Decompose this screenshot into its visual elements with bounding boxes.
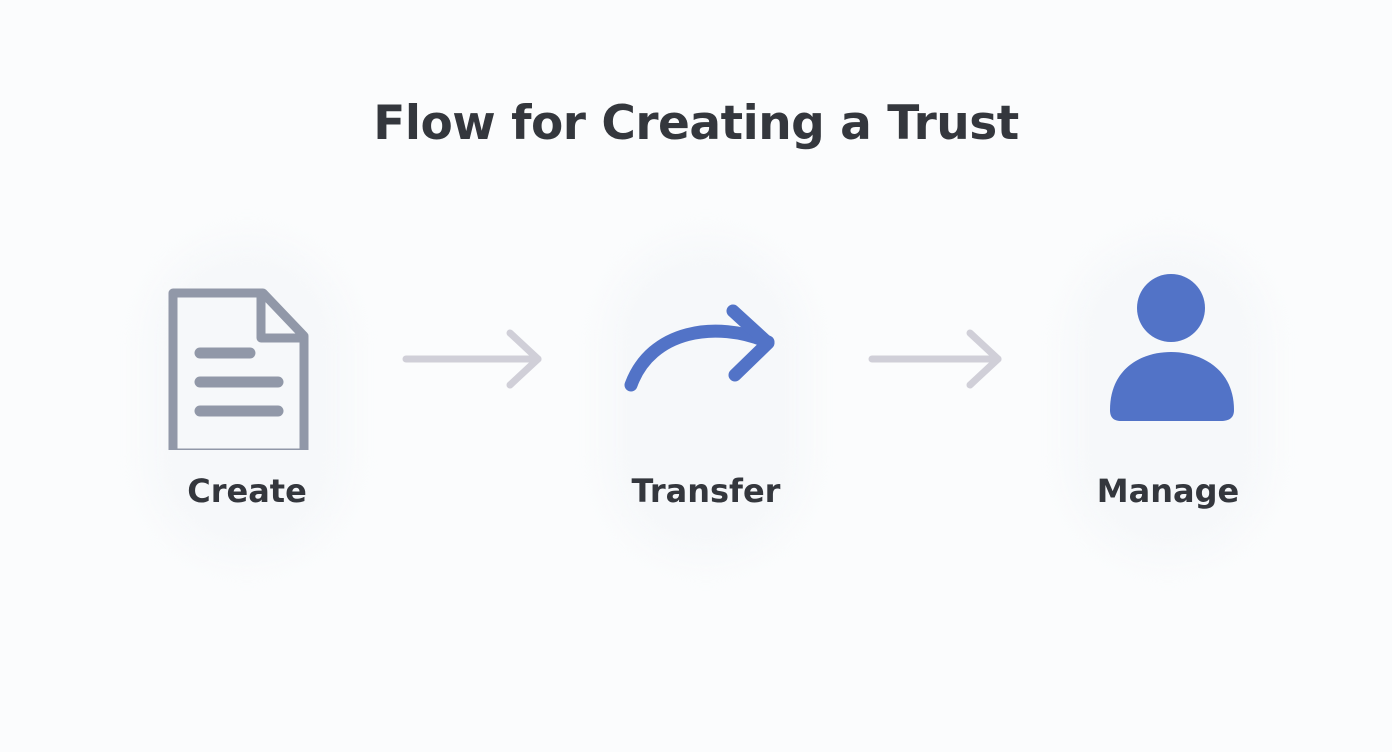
right-arrow-icon [868,329,1002,389]
step-label-create: Create [187,472,307,510]
curved-arrow-icon [624,304,775,392]
step-manage: Manage [1058,240,1278,560]
step-label-manage: Manage [1096,472,1240,510]
person-icon [1110,274,1234,421]
right-arrow-icon [402,329,542,389]
step-transfer: Transfer [596,240,816,560]
step-create: Create [137,240,357,560]
step-glow [606,240,806,560]
document-icon [168,288,309,450]
diagram-title: Flow for Creating a Trust [373,96,1019,151]
step-label-transfer: Transfer [631,472,781,510]
